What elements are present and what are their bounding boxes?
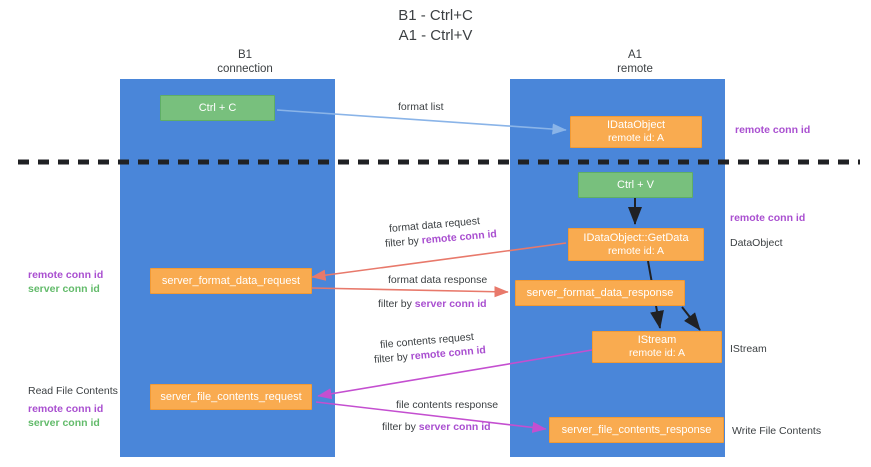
node-idataobject-label: IDataObject	[606, 119, 666, 131]
node-getdata-label: IDataObject::GetData	[583, 231, 689, 244]
annotation-right-remote-conn-top: remote conn id	[735, 123, 810, 137]
annotation-right-remote-conn-mid: remote conn id	[730, 211, 805, 225]
annotation-left-remote-conn-bot: remote conn id	[28, 403, 104, 415]
lane-header-b1-name: B1	[237, 49, 253, 61]
node-server-file-contents-response[interactable]: server_file_contents_response	[549, 417, 724, 443]
lane-header-a1-name: A1	[627, 49, 643, 61]
edge-label-file-contents-response: file contents response	[396, 399, 499, 411]
node-idataobject-remote-id: remote id: A	[607, 132, 665, 144]
node-server-file-contents-request-label: server_file_contents_request	[160, 390, 302, 403]
node-ctrl-c[interactable]: Ctrl + C	[160, 95, 275, 121]
node-istream-remote-id: remote id: A	[628, 347, 686, 359]
annotation-right-istream: IStream	[730, 342, 767, 356]
diagram-title-line-2: A1 - Ctrl+V	[398, 27, 473, 44]
annotation-left-server-conn-mid: server conn id	[28, 283, 100, 295]
node-server-format-data-response[interactable]: server_format_data_response	[515, 280, 685, 306]
edge-label-format-data-response-filter: filter by server conn id	[378, 298, 487, 311]
annotation-left-conn-ids-bottom: remote conn id server conn id	[28, 402, 103, 430]
arrow-format-data-response	[311, 286, 509, 298]
lane-header-a1: A1 remote	[545, 48, 725, 76]
edge-label-format-list: format list	[398, 101, 444, 113]
node-ctrl-v[interactable]: Ctrl + V	[578, 172, 693, 198]
node-ctrl-c-label: Ctrl + C	[198, 101, 237, 114]
node-idataobject[interactable]: IDataObject remote id: A	[570, 116, 702, 148]
node-server-format-data-request[interactable]: server_format_data_request	[150, 268, 312, 294]
annotation-left-remote-conn-mid: remote conn id	[28, 269, 104, 281]
node-istream[interactable]: IStream remote id: A	[592, 331, 722, 363]
annotation-text: IStream	[730, 343, 767, 355]
lane-header-b1-role: connection	[217, 63, 273, 75]
diagram-title: B1 - Ctrl+C A1 - Ctrl+V	[0, 6, 871, 46]
filter-prefix: filter by	[373, 350, 412, 366]
annotation-left-read-file-contents: Read File Contents	[28, 384, 118, 398]
node-server-format-data-request-label: server_format_data_request	[161, 274, 301, 287]
lane-header-a1-role: remote	[617, 63, 653, 75]
edge-label-format-data-response: format data response	[388, 274, 488, 286]
annotation-text: remote conn id	[735, 124, 811, 136]
edge-label-file-contents-response-filter: filter by server conn id	[382, 421, 491, 434]
filter-prefix: filter by	[378, 298, 415, 310]
annotation-text: Read File Contents	[28, 385, 118, 397]
node-server-format-data-response-label: server_format_data_response	[526, 286, 674, 299]
annotation-text: Write File Contents	[732, 425, 822, 437]
lane-header-b1: B1 connection	[155, 48, 335, 76]
annotation-right-write-file-contents: Write File Contents	[732, 424, 821, 438]
annotation-left-server-conn-bot: server conn id	[28, 417, 100, 429]
filter-prefix: filter by	[384, 234, 423, 250]
filter-key-server-conn-id: server conn id	[414, 298, 487, 310]
node-server-file-contents-response-label: server_file_contents_response	[561, 423, 712, 436]
node-getdata[interactable]: IDataObject::GetData remote id: A	[568, 228, 704, 261]
filter-prefix: filter by	[382, 421, 419, 433]
node-server-file-contents-request[interactable]: server_file_contents_request	[150, 384, 312, 410]
annotation-text: remote conn id	[730, 212, 806, 224]
node-ctrl-v-label: Ctrl + V	[617, 178, 654, 191]
node-istream-label: IStream	[637, 334, 677, 346]
annotation-right-dataobject: DataObject	[730, 236, 783, 250]
annotation-left-conn-ids-mid: remote conn id server conn id	[28, 268, 103, 296]
node-getdata-remote-id: remote id: A	[607, 244, 665, 257]
diagram-title-line-1: B1 - Ctrl+C	[398, 7, 473, 24]
filter-key-server-conn-id: server conn id	[418, 421, 491, 433]
annotation-text: DataObject	[730, 237, 783, 249]
